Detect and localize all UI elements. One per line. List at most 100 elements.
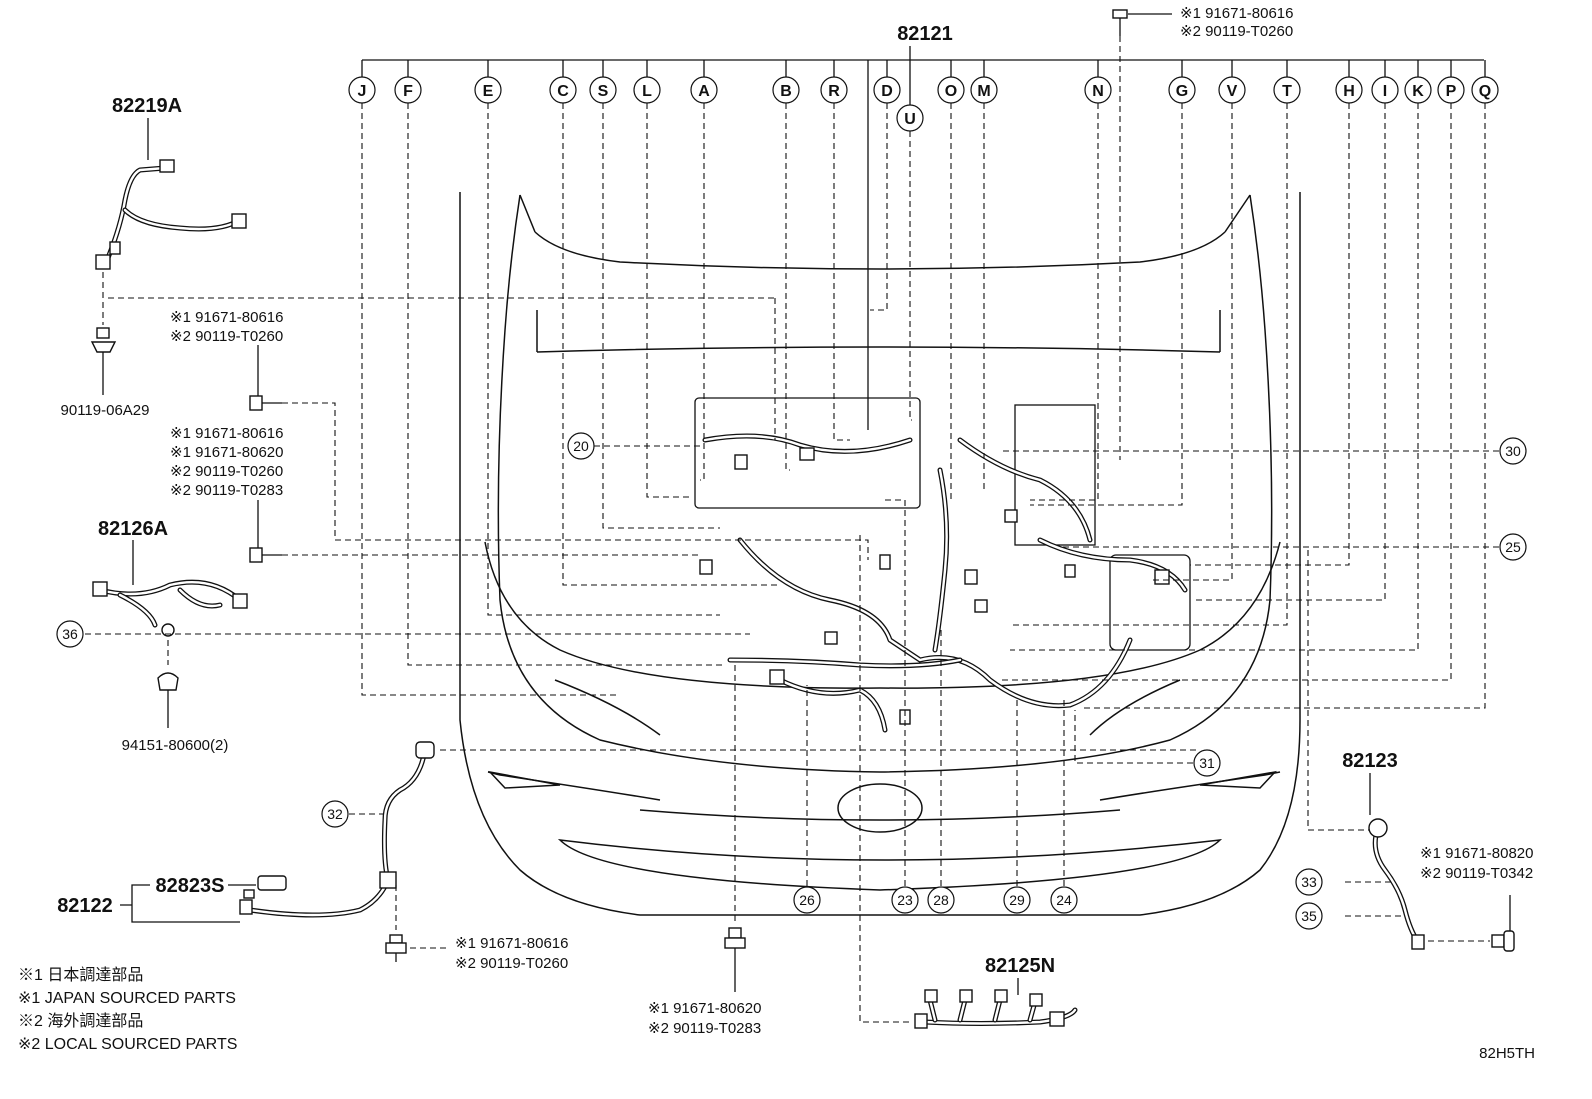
branch-letter-g: G [1176, 83, 1188, 100]
branch-leader-n [1030, 103, 1099, 501]
ref-circle-28 [927, 886, 955, 914]
ref-number-29: 29 [1009, 892, 1025, 908]
ref-circle-33 [1295, 868, 1323, 896]
ref-number-26: 26 [799, 892, 815, 908]
branch-leader-j [361, 103, 620, 696]
branch-leader-o [950, 103, 952, 501]
branch-letter-b: B [780, 83, 792, 100]
branch-leader-e [487, 103, 720, 616]
branch-leader-a [700, 103, 705, 481]
part-82123-cable [1368, 818, 1425, 950]
part-82122-cable [239, 741, 435, 918]
bolt-left-upper-icon [249, 345, 282, 411]
legend-line-2: ※1 JAPAN SOURCED PARTS [18, 990, 236, 1007]
ref-circle-26 [793, 886, 821, 914]
branch-letter-c: C [557, 83, 569, 100]
branch-leader-u [909, 131, 912, 421]
bottom-left-callout-2: ※2 90119-T0260 [455, 955, 568, 972]
ref-number-28: 28 [933, 892, 949, 908]
ref-leader-31 [1074, 710, 1193, 764]
part-82219A-label: 82219A [112, 95, 182, 117]
ref-number-20: 20 [573, 438, 589, 454]
branch-letter-t: T [1282, 83, 1292, 100]
part-82823S-label: 82823S [156, 875, 225, 897]
ref-number-31: 31 [1199, 755, 1215, 771]
bolt-left-mid-icon [249, 500, 282, 563]
ref-number-23: 23 [897, 892, 913, 908]
ref-number-24: 24 [1056, 892, 1072, 908]
branch-letter-i: I [1383, 83, 1387, 100]
ref-circle-25 [1499, 533, 1527, 561]
top-bolt-icon [1112, 9, 1172, 460]
branch-letter-m: M [977, 83, 990, 100]
branch-letter-l: L [642, 83, 652, 100]
bolt-right-icon [1491, 895, 1515, 952]
branch-letter-k: K [1412, 83, 1424, 100]
branch-leader-k [1010, 103, 1419, 651]
branch-leader-h [1190, 103, 1350, 566]
ref-circle-29 [1003, 886, 1031, 914]
branch-leader-q [1080, 103, 1486, 709]
ref-circle-24 [1050, 886, 1078, 914]
diagram-code: 82H5TH [1479, 1045, 1535, 1062]
ref-number-32: 32 [327, 806, 343, 822]
left-upper-callout-2: ※2 90119-T0260 [170, 328, 283, 345]
branch-letter-h: H [1343, 83, 1355, 100]
bottom-left-callout-1: ※1 91671-80616 [455, 935, 569, 952]
branch-leader-l [646, 103, 690, 498]
branch-letter-n: N [1092, 83, 1104, 100]
clip-94151-icon [157, 672, 179, 728]
branch-leader-i [1195, 103, 1386, 601]
branch-letter-r: R [828, 83, 840, 100]
bolt-bottom-left-icon [385, 934, 407, 962]
branch-letter-q: Q [1479, 83, 1491, 100]
branch-leader-f [407, 103, 725, 666]
left-mid-callout-1: ※1 91671-80616 [170, 425, 284, 442]
legend-line-4: ※2 LOCAL SOURCED PARTS [18, 1036, 237, 1053]
ref-number-36: 36 [62, 626, 78, 642]
branch-leader-t [1010, 103, 1288, 626]
branch-letter-o: O [945, 83, 957, 100]
ref-circle-30 [1499, 437, 1527, 465]
branch-letter-p: P [1446, 83, 1457, 100]
ref-number-30: 30 [1505, 443, 1521, 459]
bottom-center-callout-2: ※2 90119-T0283 [648, 1020, 761, 1037]
branch-letter-s: S [598, 83, 609, 100]
top-bolt-callout-2: ※2 90119-T0260 [1180, 23, 1293, 40]
branch-letter-d: D [881, 83, 893, 100]
ref-circle-32 [321, 800, 349, 828]
right-callout-2: ※2 90119-T0342 [1420, 865, 1533, 882]
legend-line-1: ※1 日本調達部品 [18, 966, 143, 984]
branch-letter-j: J [358, 83, 367, 100]
branch-leader-m [983, 103, 985, 491]
part-82126A-label: 82126A [98, 518, 168, 540]
branch-letter-v: V [1227, 83, 1238, 100]
clip-90119-06A29-icon [90, 327, 117, 395]
ref-circle-35 [1295, 902, 1323, 930]
part-82123-label: 82123 [1342, 750, 1398, 772]
branch-leader-d [870, 103, 888, 311]
vehicle-outline [459, 192, 1301, 916]
legend-line-3: ※2 海外調達部品 [18, 1012, 143, 1030]
ref-number-33: 33 [1301, 874, 1317, 890]
left-mid-callout-3: ※2 90119-T0260 [170, 463, 283, 480]
left-upper-callout-1: ※1 91671-80616 [170, 309, 284, 326]
branch-letter-f: F [403, 83, 413, 100]
left-mid-callout-4: ※2 90119-T0283 [170, 482, 283, 499]
clip-90119-06A29-label: 90119-06A29 [61, 402, 150, 419]
clip-94151-label: 94151-80600(2) [122, 737, 229, 754]
ref-leader-23 [885, 499, 906, 886]
branch-letter-e: E [483, 83, 494, 100]
part-82126A-harness [92, 579, 248, 637]
top-bolt-callout-1: ※1 91671-80616 [1180, 5, 1294, 22]
part-82122-label: 82122 [57, 895, 113, 917]
branch-leader-s [602, 103, 720, 529]
branch-letter-a: A [698, 83, 710, 100]
ref-circle-36 [56, 620, 84, 648]
main-part-number: 82121 [897, 23, 953, 45]
left-mid-callout-2: ※1 91671-80620 [170, 444, 284, 461]
branch-leader-b [785, 103, 790, 471]
